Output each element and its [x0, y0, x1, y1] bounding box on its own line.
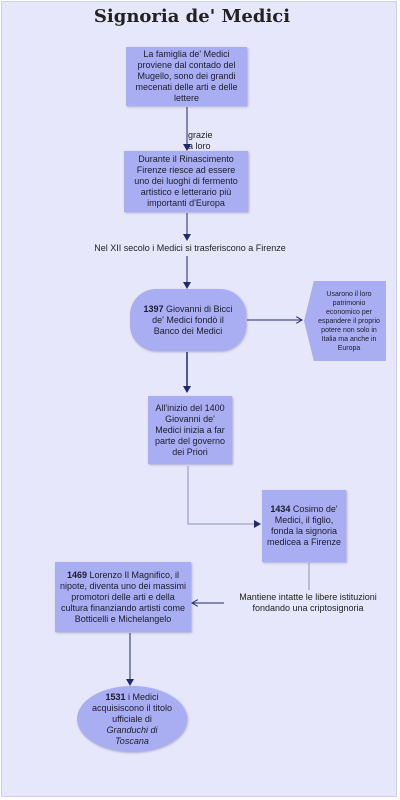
diagram-title: Signoria de' Medici — [93, 6, 291, 27]
label-xii-secolo: Nel XII secolo i Medici si trasferiscono… — [80, 243, 300, 254]
node-lorenzo-year: 1469 — [66, 569, 87, 580]
node-cosimo: 1434 Cosimo de' Medici, il figlio, fonda… — [262, 490, 346, 562]
node-granduchi-year: 1531 — [105, 691, 126, 702]
node-famiglia: La famiglia de' Medici proviene dal cont… — [126, 47, 247, 106]
node-famiglia-text: La famiglia de' Medici proviene dal cont… — [135, 49, 238, 103]
node-granduchi: 1531 i Medici acquisiscono il titolo uff… — [77, 686, 187, 752]
node-inizio: All'inizio del 1400 Giovanni de' Medici … — [148, 396, 232, 464]
node-granduchi-title: Granduchi di Toscana — [106, 724, 158, 746]
node-granduchi-content: 1531 i Medici acquisiscono il titolo uff… — [91, 692, 173, 747]
node-giovanni-text: Giovanni di Bicci de' Medici fondò il Ba… — [152, 303, 233, 336]
node-giovanni-content: 1397 Giovanni di Bicci de' Medici fondò … — [140, 304, 236, 337]
node-cosimo-year: 1434 — [270, 504, 291, 514]
label-mantiene-text: Mantiene intatte le libere istituzioni f… — [239, 592, 377, 613]
node-inizio-text: All'inizio del 1400 Giovanni de' Medici … — [154, 402, 226, 457]
node-granduchi-text: i Medici acquisiscono il titolo ufficial… — [91, 691, 173, 724]
node-giovanni-year: 1397 — [143, 303, 164, 314]
node-rinascimento: Durante il Rinascimento Firenze riesce a… — [124, 151, 248, 212]
node-lorenzo-text: Lorenzo Il Magnifico, il nipote, diventa… — [59, 569, 187, 624]
node-rinascimento-text: Durante il Rinascimento Firenze riesce a… — [134, 154, 238, 208]
node-cosimo-content: 1434 Cosimo de' Medici, il figlio, fonda… — [266, 504, 342, 548]
node-cosimo-text: Cosimo de' Medici, il figlio, fonda la s… — [266, 504, 342, 547]
node-usarono: Usarono il loro patrimonio economico per… — [304, 281, 386, 361]
label-mantiene: Mantiene intatte le libere istituzioni f… — [225, 592, 391, 614]
node-giovanni: 1397 Giovanni di Bicci de' Medici fondò … — [130, 289, 246, 351]
label-xii-secolo-text: Nel XII secolo i Medici si trasferiscono… — [94, 243, 286, 253]
node-lorenzo-content: 1469 Lorenzo Il Magnifico, il nipote, di… — [59, 570, 187, 625]
label-grazie: grazie a loro — [188, 119, 238, 152]
label-grazie-text: grazie a loro — [188, 130, 213, 151]
node-lorenzo: 1469 Lorenzo Il Magnifico, il nipote, di… — [55, 562, 191, 632]
arrow-inizio-cosimo — [187, 466, 261, 528]
node-usarono-text: Usarono il loro patrimonio economico per… — [318, 290, 380, 352]
